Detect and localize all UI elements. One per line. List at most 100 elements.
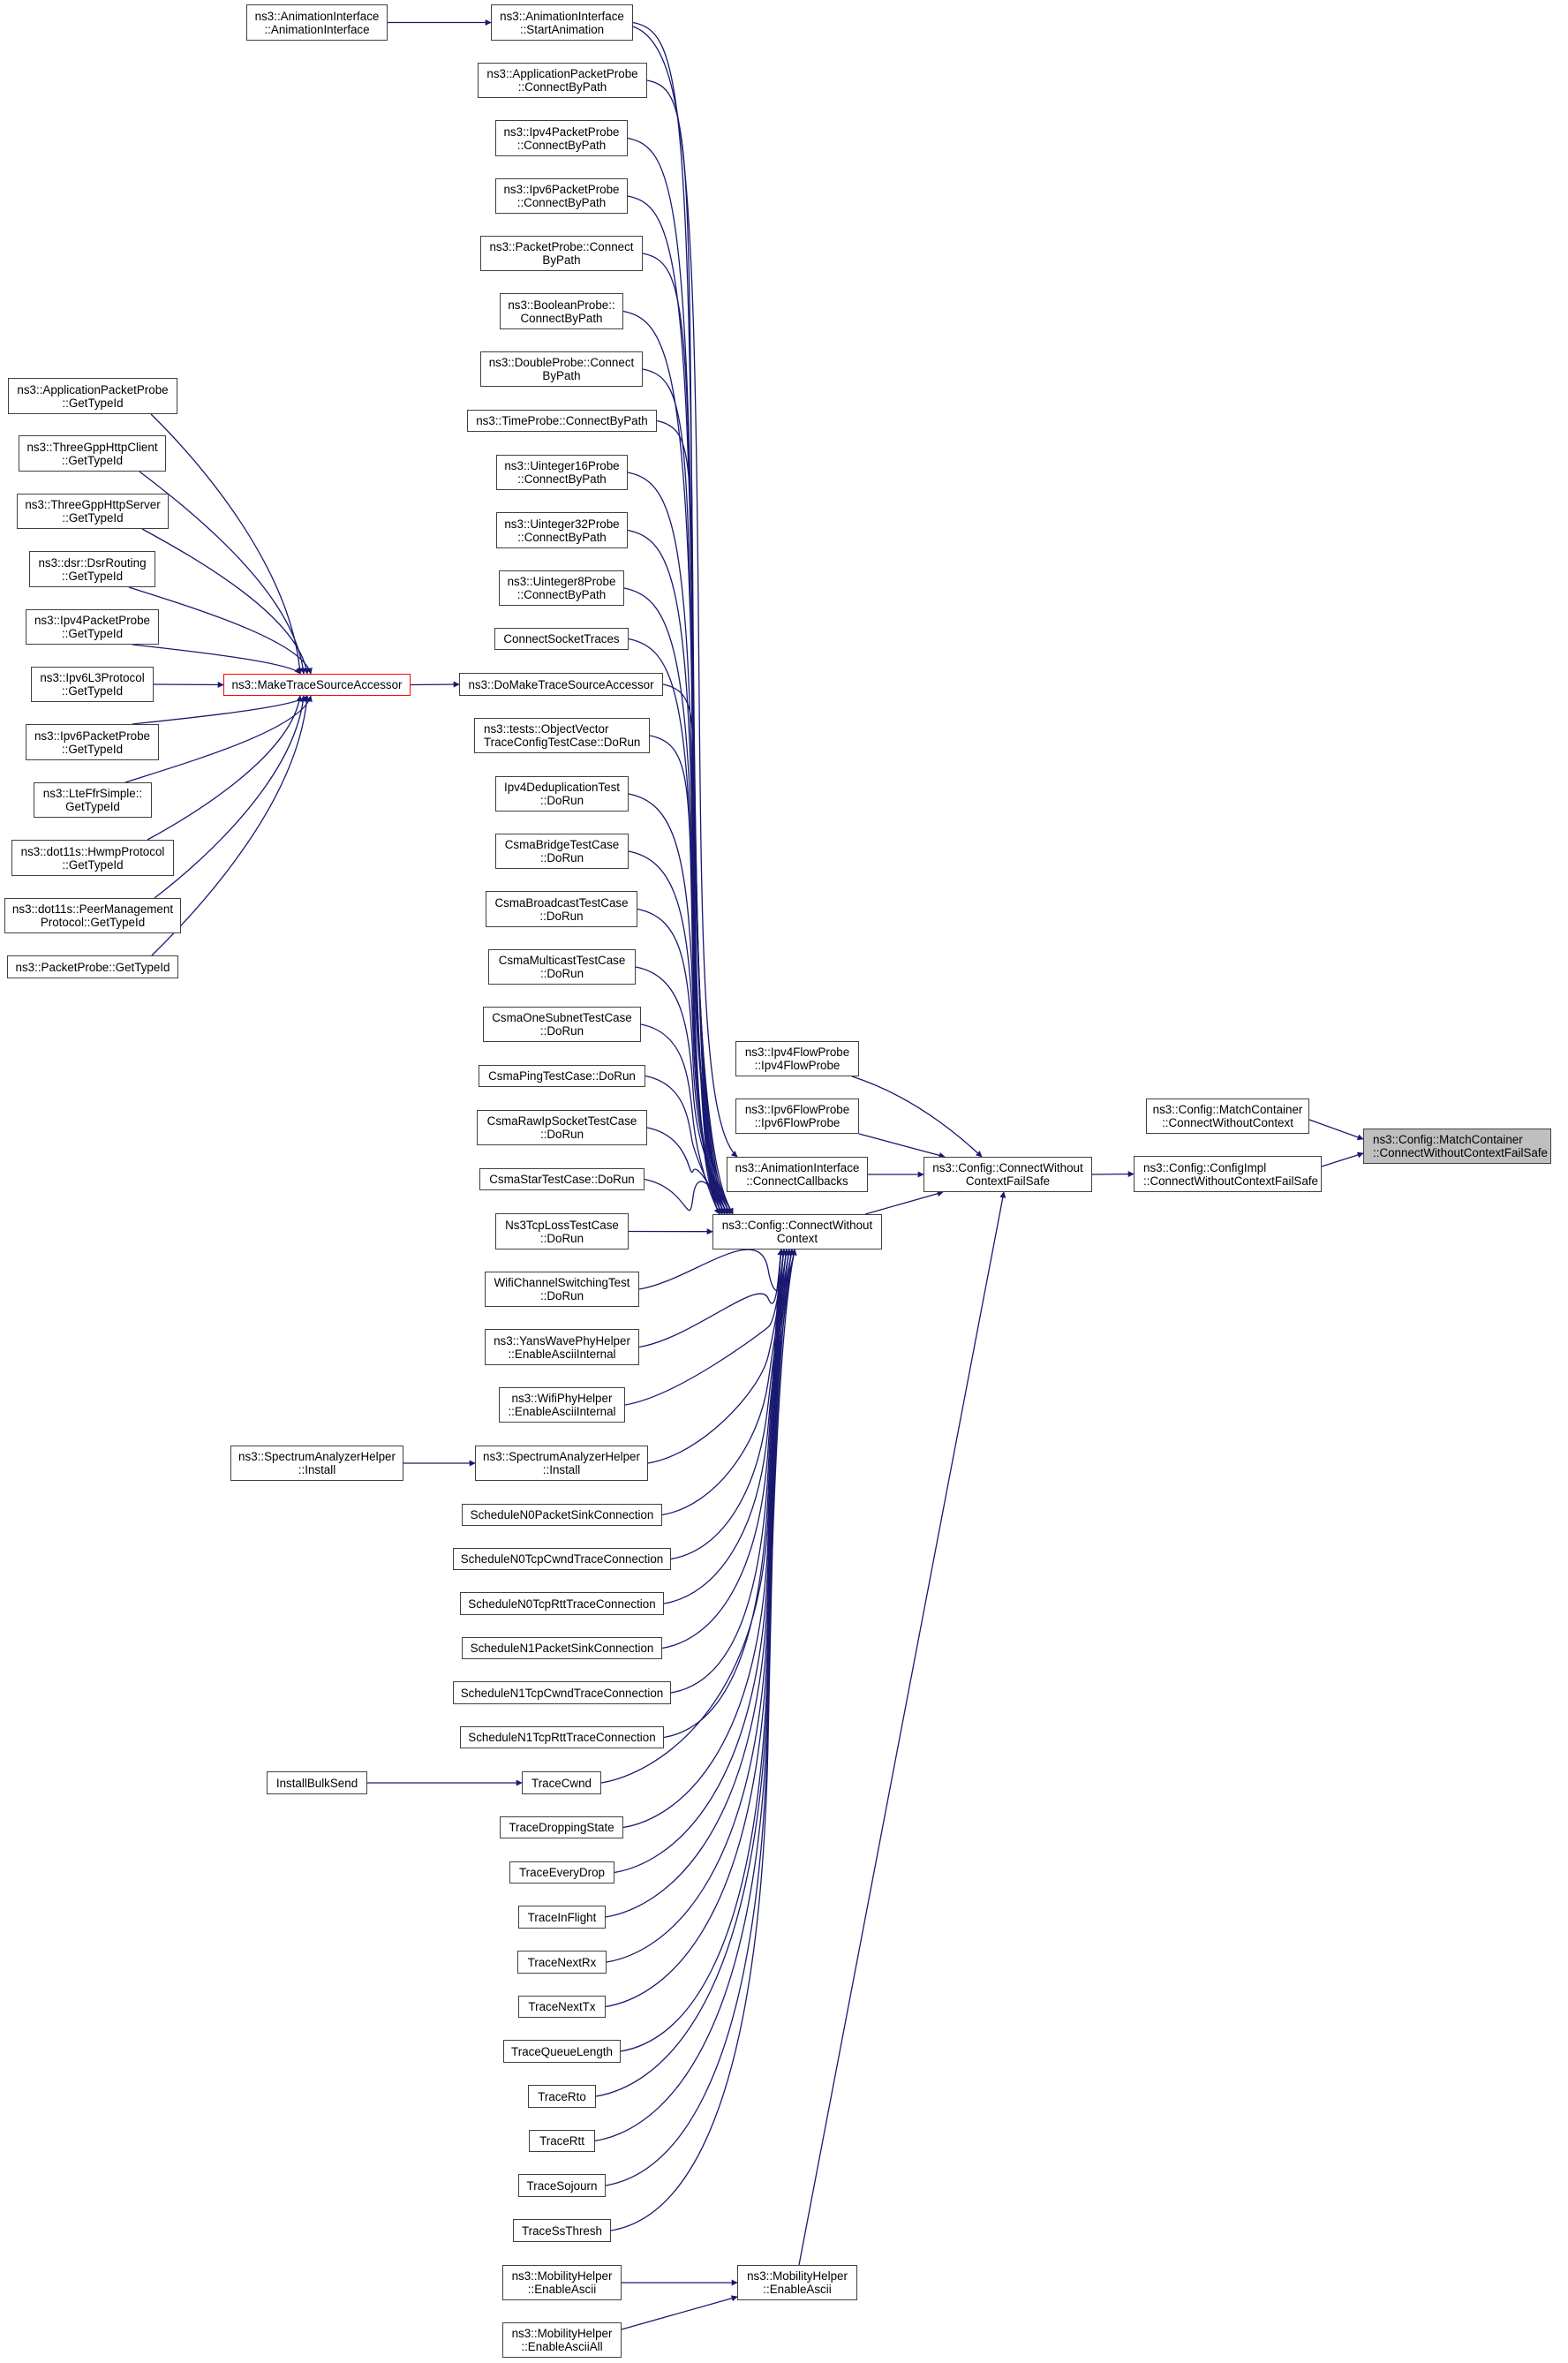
node-ipv4-dedup[interactable]: Ipv4DeduplicationTest ::DoRun — [495, 776, 629, 812]
node-ipv4-flow-probe[interactable]: ns3::Ipv4FlowProbe ::Ipv4FlowProbe — [735, 1041, 859, 1076]
node-csma-ping[interactable]: CsmaPingTestCase::DoRun — [479, 1065, 645, 1087]
node-mc-cwc[interactable]: ns3::Config::MatchContainer ::ConnectWit… — [1146, 1098, 1309, 1134]
edge-mob-enable-to-failsafe — [798, 1191, 1006, 2266]
node-csma-multicast[interactable]: CsmaMulticastTestCase ::DoRun — [488, 949, 636, 985]
node-cwc-failsafe[interactable]: ns3::Config::ConnectWithout ContextFailS… — [923, 1157, 1092, 1192]
edge-n0_tcprtt-to-cwc — [663, 1249, 797, 1604]
edge-double_probe_cbp-to-cwc — [642, 368, 720, 1215]
node-time-probe-cbp[interactable]: ns3::TimeProbe::ConnectByPath — [467, 410, 657, 432]
edge-gt_hwmp-to-make-tsa — [147, 695, 303, 841]
node-do-make-tsa[interactable]: ns3::DoMakeTraceSourceAccessor — [459, 673, 663, 696]
node-n1-tcprtt[interactable]: ScheduleN1TcpRttTraceConnection — [460, 1726, 664, 1748]
edge-trace_nexttx-to-cwc — [605, 1249, 789, 2008]
node-mob-enable-all[interactable]: ns3::MobilityHelper ::EnableAsciiAll — [502, 2322, 622, 2358]
node-app-probe-cbp[interactable]: ns3::ApplicationPacketProbe ::ConnectByP… — [478, 63, 647, 98]
node-u16-probe-cbp[interactable]: ns3::Uinteger16Probe ::ConnectByPath — [496, 455, 628, 490]
node-csma-onesubnet[interactable]: CsmaOneSubnetTestCase ::DoRun — [483, 1007, 641, 1042]
node-gt-ipv4-probe[interactable]: ns3::Ipv4PacketProbe ::GetTypeId — [26, 609, 159, 645]
node-bool-probe-cbp[interactable]: ns3::BooleanProbe:: ConnectByPath — [500, 293, 623, 329]
node-configimpl-failsafe[interactable]: ns3::Config::ConfigImpl ::ConnectWithout… — [1134, 1156, 1322, 1192]
node-mob-enable-left[interactable]: ns3::MobilityHelper ::EnableAscii — [502, 2265, 622, 2300]
edge-mob_enable_all-to-mob_enable_mid — [621, 2295, 738, 2330]
node-ipv6-flow-probe[interactable]: ns3::Ipv6FlowProbe ::Ipv6FlowProbe — [735, 1098, 859, 1134]
edge-n0_packetsink-to-cwc — [661, 1249, 792, 1516]
node-trace-nextrx[interactable]: TraceNextRx — [517, 1951, 607, 1974]
edge-gt_peer_mgmt-to-make-tsa — [154, 695, 306, 899]
edge-mc-cwc-to-root — [1308, 1119, 1364, 1141]
node-u8-probe-cbp[interactable]: ns3::Uinteger8Probe ::ConnectByPath — [499, 570, 624, 606]
node-trace-dropping[interactable]: TraceDroppingState — [500, 1816, 623, 1838]
edge-gt_ipv4_probe-to-make-tsa — [132, 644, 301, 675]
node-n0-tcprtt[interactable]: ScheduleN0TcpRttTraceConnection — [460, 1592, 664, 1615]
node-root: ns3::Config::MatchContainer ::ConnectWit… — [1363, 1129, 1551, 1164]
node-u32-probe-cbp[interactable]: ns3::Uinteger32Probe ::ConnectByPath — [496, 512, 628, 548]
node-n1-tcpcwnd[interactable]: ScheduleN1TcpCwndTraceConnection — [453, 1681, 671, 1704]
node-gt-3gpp-client[interactable]: ns3::ThreeGppHttpClient ::GetTypeId — [19, 435, 166, 472]
edge-packet_probe_cbp-to-cwc — [642, 253, 731, 1215]
edge-trace_rtt-to-cwc — [594, 1249, 797, 2142]
node-trace-inflight[interactable]: TraceInFlight — [518, 1906, 606, 1929]
node-spectrum-left[interactable]: ns3::SpectrumAnalyzerHelper ::Install — [230, 1446, 403, 1481]
node-trace-nexttx[interactable]: TraceNextTx — [518, 1996, 606, 2018]
node-csma-broadcast[interactable]: CsmaBroadcastTestCase ::DoRun — [486, 891, 637, 927]
edge-trace_dropping-to-cwc — [622, 1249, 795, 1829]
edge-ipv4-flow-probe-to-failsafe — [851, 1076, 983, 1158]
node-wifi-chswitch[interactable]: WifiChannelSwitchingTest ::DoRun — [485, 1272, 639, 1307]
edge-ipv4_dedup-to-cwc — [628, 793, 726, 1215]
node-gt-peer-mgmt[interactable]: ns3::dot11s::PeerManagement Protocol::Ge… — [4, 898, 181, 933]
node-make-tsa[interactable]: ns3::MakeTraceSourceAccessor — [223, 674, 411, 696]
node-gt-ipv6-probe[interactable]: ns3::Ipv6PacketProbe ::GetTypeId — [26, 724, 159, 760]
edge-gt_3gpp_client-to-make-tsa — [139, 471, 306, 675]
edge-wifi_chswitch-to-cwc — [638, 1249, 797, 1292]
edge-cwc-to-failsafe — [864, 1190, 944, 1215]
edge-csma_multicast-to-cwc — [635, 966, 734, 1215]
node-n0-packetsink[interactable]: ScheduleN0PacketSinkConnection — [462, 1504, 662, 1526]
edge-trace_sojourn-to-cwc — [605, 1249, 784, 2186]
node-mob-enable-mid[interactable]: ns3::MobilityHelper ::EnableAscii — [737, 2265, 857, 2300]
node-trace-ssthresh[interactable]: TraceSsThresh — [513, 2219, 611, 2242]
edge-start-anim-to-connect-callbacks — [632, 26, 738, 1158]
node-spectrum-mid[interactable]: ns3::SpectrumAnalyzerHelper ::Install — [475, 1446, 648, 1481]
edge-gt_lte_ffr-to-make-tsa — [124, 695, 313, 783]
node-wifi-phy[interactable]: ns3::WifiPhyHelper ::EnableAsciiInternal — [499, 1387, 625, 1423]
node-gt-ipv6-l3[interactable]: ns3::Ipv6L3Protocol ::GetTypeId — [31, 667, 154, 702]
node-connect-socket-traces[interactable]: ConnectSocketTraces — [494, 628, 629, 650]
node-start-anim[interactable]: ns3::AnimationInterface ::StartAnimation — [491, 4, 633, 41]
edge-ipv6-flow-probe-to-failsafe — [858, 1133, 946, 1159]
node-double-probe-cbp[interactable]: ns3::DoubleProbe::Connect ByPath — [480, 351, 643, 387]
node-packet-probe-cbp[interactable]: ns3::PacketProbe::Connect ByPath — [480, 236, 643, 271]
node-ipv6-probe-cbp[interactable]: ns3::Ipv6PacketProbe ::ConnectByPath — [495, 178, 628, 214]
node-trace-sojourn[interactable]: TraceSojourn — [518, 2174, 606, 2197]
edge-gt_app_probe-to-make-tsa — [150, 413, 303, 675]
node-gt-3gpp-server[interactable]: ns3::ThreeGppHttpServer ::GetTypeId — [17, 494, 169, 529]
node-gt-hwmp[interactable]: ns3::dot11s::HwmpProtocol ::GetTypeId — [11, 840, 174, 876]
node-gt-lte-ffr[interactable]: ns3::LteFfrSimple:: GetTypeId — [34, 782, 152, 818]
node-tcp-loss[interactable]: Ns3TcpLossTestCase ::DoRun — [495, 1213, 629, 1249]
node-csma-rawip[interactable]: CsmaRawIpSocketTestCase ::DoRun — [477, 1110, 647, 1145]
node-objvec-test[interactable]: ns3::tests::ObjectVector TraceConfigTest… — [474, 718, 650, 753]
node-gt-app-probe[interactable]: ns3::ApplicationPacketProbe ::GetTypeId — [8, 378, 177, 414]
edge-cwc_failsafe-to-configimpl_failsafe — [1091, 1171, 1135, 1178]
node-connect-callbacks[interactable]: ns3::AnimationInterface ::ConnectCallbac… — [727, 1157, 868, 1192]
node-anim-ctor[interactable]: ns3::AnimationInterface ::AnimationInter… — [246, 4, 388, 41]
edge-wifi_phy-to-cwc — [624, 1249, 787, 1406]
node-trace-cwnd[interactable]: TraceCwnd — [522, 1771, 601, 1794]
node-n0-tcpcwnd[interactable]: ScheduleN0TcpCwndTraceConnection — [453, 1548, 671, 1570]
node-yans-wave[interactable]: ns3::YansWavePhyHelper ::EnableAsciiInte… — [485, 1329, 639, 1365]
edge-trace_ssthresh-to-cwc — [610, 1249, 787, 2231]
node-csma-bridge[interactable]: CsmaBridgeTestCase ::DoRun — [495, 834, 629, 869]
node-cwc[interactable]: ns3::Config::ConnectWithout Context — [712, 1214, 882, 1249]
edge-app_probe_cbp-to-cwc — [646, 79, 723, 1215]
node-gt-packet-probe[interactable]: ns3::PacketProbe::GetTypeId — [7, 955, 178, 978]
node-csma-star[interactable]: CsmaStarTestCase::DoRun — [479, 1168, 645, 1190]
node-trace-everydrop[interactable]: TraceEveryDrop — [509, 1861, 614, 1884]
node-trace-queuelen[interactable]: TraceQueueLength — [503, 2040, 621, 2063]
node-ipv4-probe-cbp[interactable]: ns3::Ipv4PacketProbe ::ConnectByPath — [495, 120, 628, 156]
node-n1-packetsink[interactable]: ScheduleN1PacketSinkConnection — [462, 1637, 662, 1659]
node-trace-rtt[interactable]: TraceRtt — [529, 2130, 595, 2152]
edge-yans_wave-to-cwc — [638, 1249, 784, 1348]
node-gt-dsr[interactable]: ns3::dsr::DsrRouting ::GetTypeId — [29, 551, 155, 587]
node-install-bulk[interactable]: InstallBulkSend — [267, 1771, 367, 1794]
node-trace-rto[interactable]: TraceRto — [528, 2085, 596, 2108]
